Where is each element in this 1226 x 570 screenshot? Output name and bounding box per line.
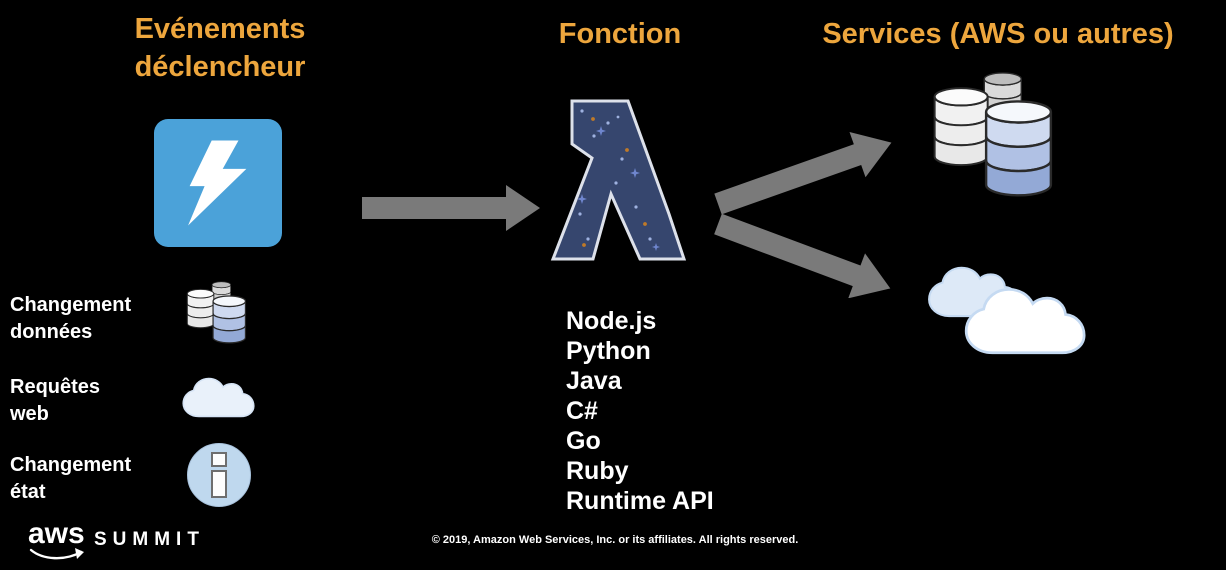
- aws-smile-icon: [29, 548, 84, 560]
- runtime-item: Ruby: [566, 457, 629, 485]
- cloud-icon: [179, 376, 258, 423]
- event-type-label-state-change: Changement état: [10, 454, 132, 503]
- runtime-item: Go: [566, 427, 601, 455]
- info-icon: [187, 443, 251, 507]
- lightning-icon: [154, 119, 282, 247]
- runtime-item: Node.js: [566, 307, 657, 335]
- event-type-label-data-change: Changement données: [10, 294, 132, 343]
- heading-services: Services (AWS ou autres): [822, 18, 1174, 50]
- event-type-label-web-requests: Requêtes web: [10, 376, 101, 425]
- aws-logo: aws: [28, 517, 85, 550]
- runtime-item: Java: [566, 367, 622, 395]
- runtime-item: C#: [566, 397, 598, 425]
- lambda-icon: [550, 99, 687, 261]
- runtime-list: Node.js Python Java C# Go Ruby Runtime A…: [566, 306, 714, 516]
- copyright-text: © 2019, Amazon Web Services, Inc. or its…: [431, 534, 799, 546]
- runtime-item: Runtime API: [566, 487, 714, 515]
- summit-label: SUMMIT: [94, 529, 205, 550]
- database-icon: [186, 281, 247, 344]
- database-stack-icon: [933, 72, 1053, 197]
- runtime-item: Python: [566, 337, 651, 365]
- heading-trigger-events: Evénements déclencheur: [134, 13, 306, 83]
- fanout-arrows-icon: [714, 131, 892, 298]
- heading-function: Fonction: [558, 18, 682, 50]
- arrow-right-icon: [362, 185, 540, 231]
- clouds-icon: [929, 267, 1085, 353]
